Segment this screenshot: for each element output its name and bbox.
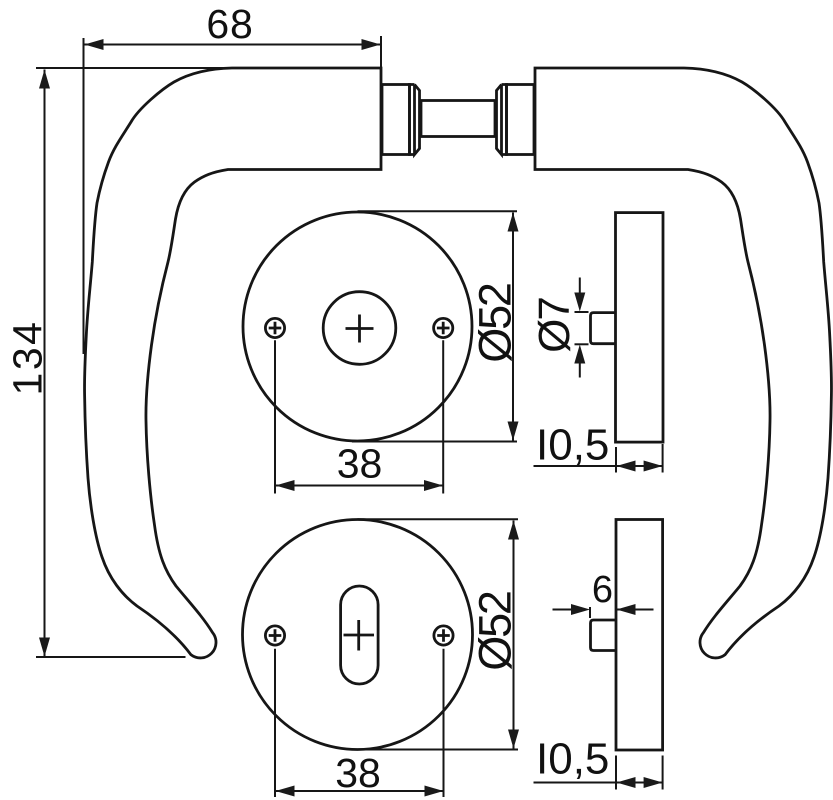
- svg-text:Ø7: Ø7: [530, 298, 579, 353]
- svg-text:38: 38: [335, 750, 381, 796]
- svg-text:I0,5: I0,5: [536, 735, 609, 784]
- svg-text:Ø52: Ø52: [470, 284, 521, 363]
- svg-text:38: 38: [337, 441, 383, 487]
- svg-text:68: 68: [206, 1, 253, 47]
- svg-text:134: 134: [5, 320, 51, 396]
- svg-text:I0,5: I0,5: [536, 421, 609, 470]
- svg-text:Ø52: Ø52: [470, 592, 521, 671]
- svg-text:6: 6: [592, 569, 613, 611]
